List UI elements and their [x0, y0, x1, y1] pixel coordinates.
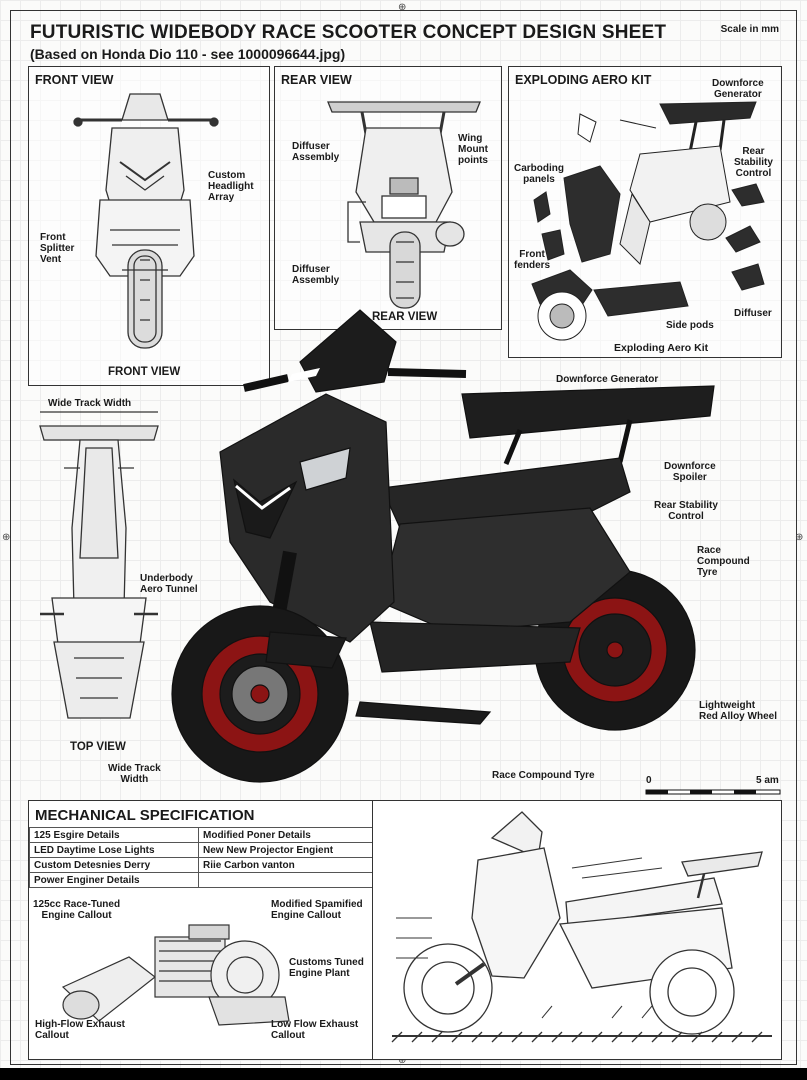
sheet-title: FUTURISTIC WIDEBODY RACE SCOOTER CONCEPT…: [30, 22, 667, 43]
spec-cell: Modified Poner Details: [198, 827, 373, 843]
table-row: Power Enginer Details: [29, 872, 373, 888]
spec-cell: 125 Esgire Details: [29, 827, 199, 843]
diffuser-kit-label: Diffuser: [734, 308, 772, 319]
main-scooter-render: [171, 309, 715, 783]
front-view-caption: FRONT VIEW: [108, 366, 181, 378]
exploding-aero-kit-heading: EXPLODING AERO KIT: [515, 73, 652, 87]
mechanical-specification-title: MECHANICAL SPECIFICATION: [35, 807, 255, 824]
rear-view-heading: REAR VIEW: [281, 73, 352, 87]
frame-left: [10, 10, 11, 1065]
spec-cell: LED Daytime Lose Lights: [29, 842, 199, 858]
scale-bar-end: 5 am: [756, 775, 779, 786]
wide-track-width-top-label: Wide Track Width: [48, 398, 132, 409]
sheet-subtitle: (Based on Honda Dio 110 - see 1000096644…: [30, 46, 346, 62]
scale-bar-start: 0: [646, 775, 652, 786]
top-view-caption: TOP VIEW: [70, 741, 126, 753]
aero-flow-side-drawing: [391, 811, 772, 1043]
frame-bottom: [10, 1064, 797, 1065]
spec-cell: [198, 872, 373, 888]
frame-top: [10, 10, 797, 11]
registration-mark-bottom: ⊕: [398, 1055, 407, 1066]
exploding-aero-kit-caption: Exploding Aero Kit: [614, 342, 709, 354]
table-row: Custom Detesnies Derry Riie Carbon vanto…: [29, 857, 373, 873]
race-compound-tyre-bottom-label: Race Compound Tyre: [492, 770, 595, 781]
frame-right: [796, 10, 797, 1065]
scale-note: Scale in mm: [720, 24, 779, 35]
rear-view-caption: REAR VIEW: [372, 311, 438, 323]
spec-cell: Power Enginer Details: [29, 872, 199, 888]
front-view-drawing: [73, 93, 219, 349]
bottom-bar: [0, 1068, 807, 1080]
spec-cell: Riie Carbon vanton: [198, 857, 373, 873]
spec-cell: New New Projector Engient: [198, 842, 373, 858]
spec-table: 125 Esgire Details Modified Poner Detail…: [29, 827, 373, 888]
rear-view-drawing: [327, 101, 481, 309]
mechanical-specification-box: MECHANICAL SPECIFICATION 125 Esgire Deta…: [28, 800, 374, 1060]
front-view-heading: FRONT VIEW: [35, 73, 114, 87]
exploding-aero-kit-drawing: [531, 101, 765, 341]
registration-mark-top: ⊕: [398, 2, 407, 13]
table-row: LED Daytime Lose Lights New New Projecto…: [29, 842, 373, 858]
registration-mark-right: ⊕: [795, 532, 804, 543]
engine-drawing: [61, 924, 290, 1026]
top-view-drawing: [39, 411, 159, 719]
scale-bar: [645, 789, 781, 795]
registration-mark-left: ⊕: [2, 532, 11, 543]
table-row: 125 Esgire Details Modified Poner Detail…: [29, 827, 373, 843]
downforce-generator-label: Downforce Generator: [556, 374, 659, 385]
spec-cell: Custom Detesnies Derry: [29, 857, 199, 873]
side-pods-label: Side pods: [666, 320, 714, 331]
